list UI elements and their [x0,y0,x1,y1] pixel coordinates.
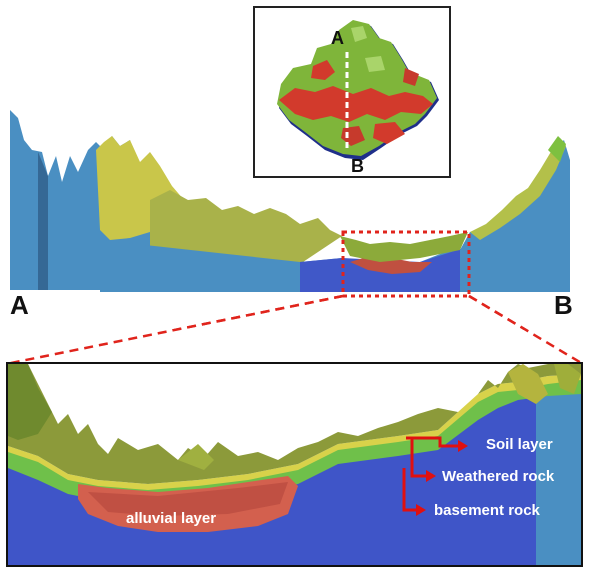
detail-view: alluvial layer Soil layer Weathered rock… [6,362,583,567]
inset-map-red-zone [279,86,433,122]
profile-highlight-box [341,230,471,298]
arrow-basement [402,468,416,512]
inset-map-red-patch-4 [341,126,365,146]
inset-label-a: A [331,28,344,48]
profile-label-b: B [554,290,573,320]
inset-map-terrain [277,20,437,156]
arrow-basement-head [416,504,426,516]
legend-weathered-rock: Weathered rock [442,468,555,485]
profile-mid-terrain [150,190,342,264]
inset-map-red-patch-1 [311,60,335,80]
detail-mound [178,444,214,470]
profile-left-shadow [38,152,48,290]
inset-map [277,20,439,160]
legend-soil-layer: Soil layer [486,436,553,453]
detail-alluvial-shade [88,482,288,516]
detail-right-strip [536,390,581,565]
arrow-weathered-head [426,470,436,482]
inset-map-peak-2 [365,56,385,72]
inset-map-peak-1 [351,26,367,42]
zoom-line-right-lower [468,294,584,366]
profile-right-peak [548,136,566,162]
cross-section-profile [10,110,570,330]
legend-basement-rock: basement rock [434,502,540,519]
detail-section [8,364,581,565]
profile-label-a: A [10,290,29,320]
detail-far-right-peak [554,364,581,394]
detail-surface-terrain [8,364,581,484]
profile-valley-terrain [340,232,468,262]
arrow-weathered [410,438,426,478]
arrow-soil [406,436,458,448]
detail-right-peak [508,364,548,404]
arrow-soil-head [458,440,468,452]
profile-alluvial [350,256,432,274]
inset-map-frame: A B [253,6,451,178]
inset-map-red-patch-2 [373,122,405,144]
zoom-line-left-lower [5,294,344,366]
alluvial-layer-label: alluvial layer [126,510,217,527]
inset-map-red-patch-3 [403,68,419,86]
zoom-connectors [5,294,584,366]
detail-left-ridge [8,364,52,440]
inset-label-b: B [351,156,364,176]
